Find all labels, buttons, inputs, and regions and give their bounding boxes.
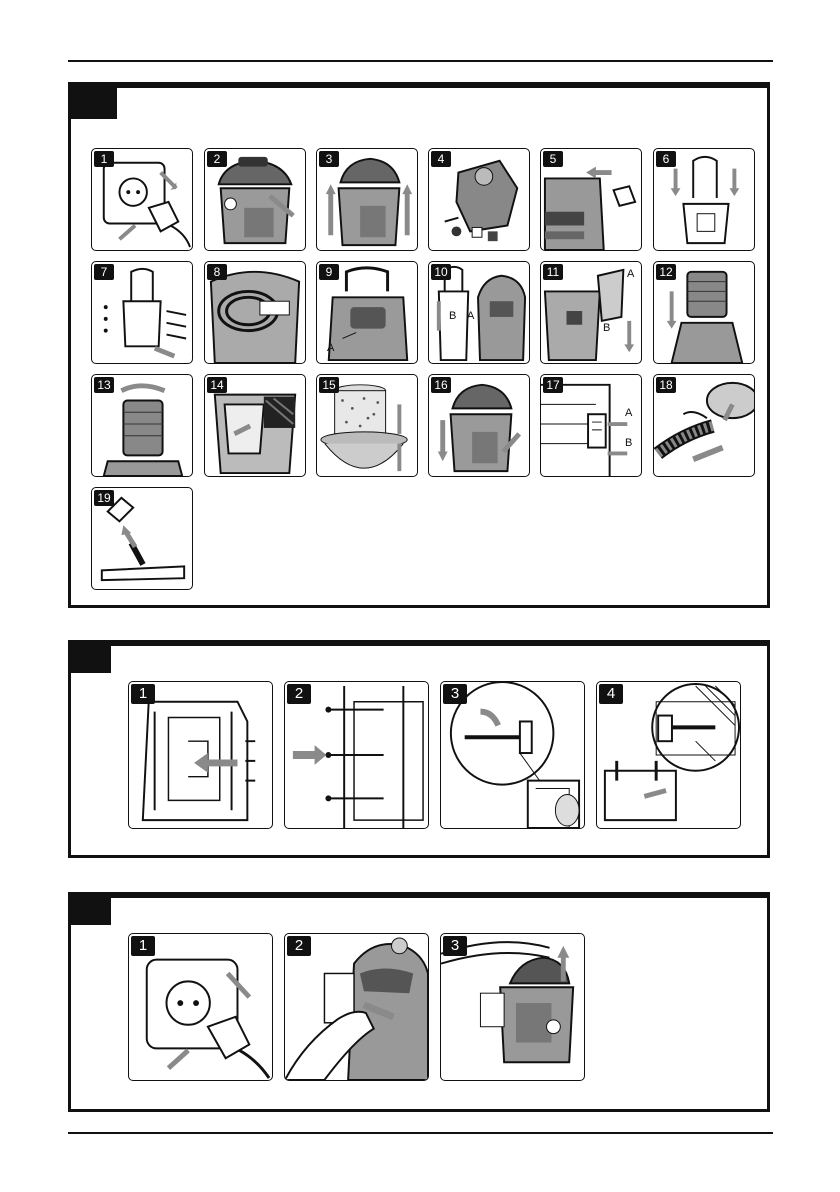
label-b: B: [625, 437, 632, 449]
section-c-header-marker: [71, 895, 111, 925]
step-a2-panel: 2: [204, 148, 306, 251]
step-number: 1: [131, 684, 155, 704]
header-rule: [68, 60, 773, 62]
step-number: 10: [431, 264, 451, 280]
section-a-instructions: 1 2 3 4: [68, 82, 770, 608]
step-number: 18: [656, 377, 676, 393]
step-number: 3: [443, 684, 467, 704]
label-a: A: [467, 310, 474, 322]
section-c-header-line: [111, 895, 769, 898]
section-b-header-line: [111, 643, 769, 646]
step-number: 11: [543, 264, 563, 280]
step-a1-panel: 1: [91, 148, 193, 251]
section-c-instructions: 1 2 3: [68, 892, 770, 1112]
step-a9-panel: 9 A: [316, 261, 418, 364]
step-number: 7: [94, 264, 114, 280]
step-a17-panel: 17 A B: [540, 374, 642, 477]
step-b3-panel: 3: [440, 681, 585, 829]
step-a6-panel: 6: [653, 148, 755, 251]
step-number: 12: [656, 264, 676, 280]
step-c1-panel: 1: [128, 933, 273, 1081]
label-a: A: [327, 342, 334, 354]
step-number: 9: [319, 264, 339, 280]
step-number: 6: [656, 151, 676, 167]
step-number: 19: [94, 490, 114, 506]
step-number: 15: [319, 377, 339, 393]
step-a13-panel: 13: [91, 374, 193, 477]
step-number: 5: [543, 151, 563, 167]
step-b2-panel: 2: [284, 681, 429, 829]
section-b-instructions: 1 2 3 4: [68, 640, 770, 858]
step-c2-panel: 2: [284, 933, 429, 1081]
step-number: 17: [543, 377, 563, 393]
step-number: 14: [207, 377, 227, 393]
step-number: 4: [431, 151, 451, 167]
step-a16-panel: 16: [428, 374, 530, 477]
section-a-header-marker: [71, 85, 117, 119]
step-a18-panel: 18: [653, 374, 755, 477]
step-a14-panel: 14: [204, 374, 306, 477]
step-b1-panel: 1: [128, 681, 273, 829]
label-b: B: [603, 322, 610, 334]
step-number: 4: [599, 684, 623, 704]
step-number: 8: [207, 264, 227, 280]
label-b: B: [449, 310, 456, 322]
section-b-header-marker: [71, 643, 111, 673]
step-a5-panel: 5: [540, 148, 642, 251]
step-c3-panel: 3: [440, 933, 585, 1081]
step-number: 2: [287, 684, 311, 704]
label-a: A: [627, 268, 634, 280]
step-number: 2: [287, 936, 311, 956]
step-a8-panel: 8: [204, 261, 306, 364]
step-a4-panel: 4: [428, 148, 530, 251]
step-number: 1: [131, 936, 155, 956]
step-a19-panel: 19: [91, 487, 193, 590]
step-number: 13: [94, 377, 114, 393]
step-number: 1: [94, 151, 114, 167]
step-b4-panel: 4: [596, 681, 741, 829]
step-a7-panel: 7: [91, 261, 193, 364]
section-a-header-line: [117, 85, 769, 88]
step-number: 3: [319, 151, 339, 167]
step-a10-panel: 10 B A: [428, 261, 530, 364]
step-a3-panel: 3: [316, 148, 418, 251]
step-number: 2: [207, 151, 227, 167]
step-a15-panel: 15: [316, 374, 418, 477]
step-a12-panel: 12: [653, 261, 755, 364]
footer-rule: [68, 1132, 773, 1134]
step-a11-panel: 11 A B: [540, 261, 642, 364]
step-number: 3: [443, 936, 467, 956]
step-number: 16: [431, 377, 451, 393]
label-a: A: [625, 407, 632, 419]
